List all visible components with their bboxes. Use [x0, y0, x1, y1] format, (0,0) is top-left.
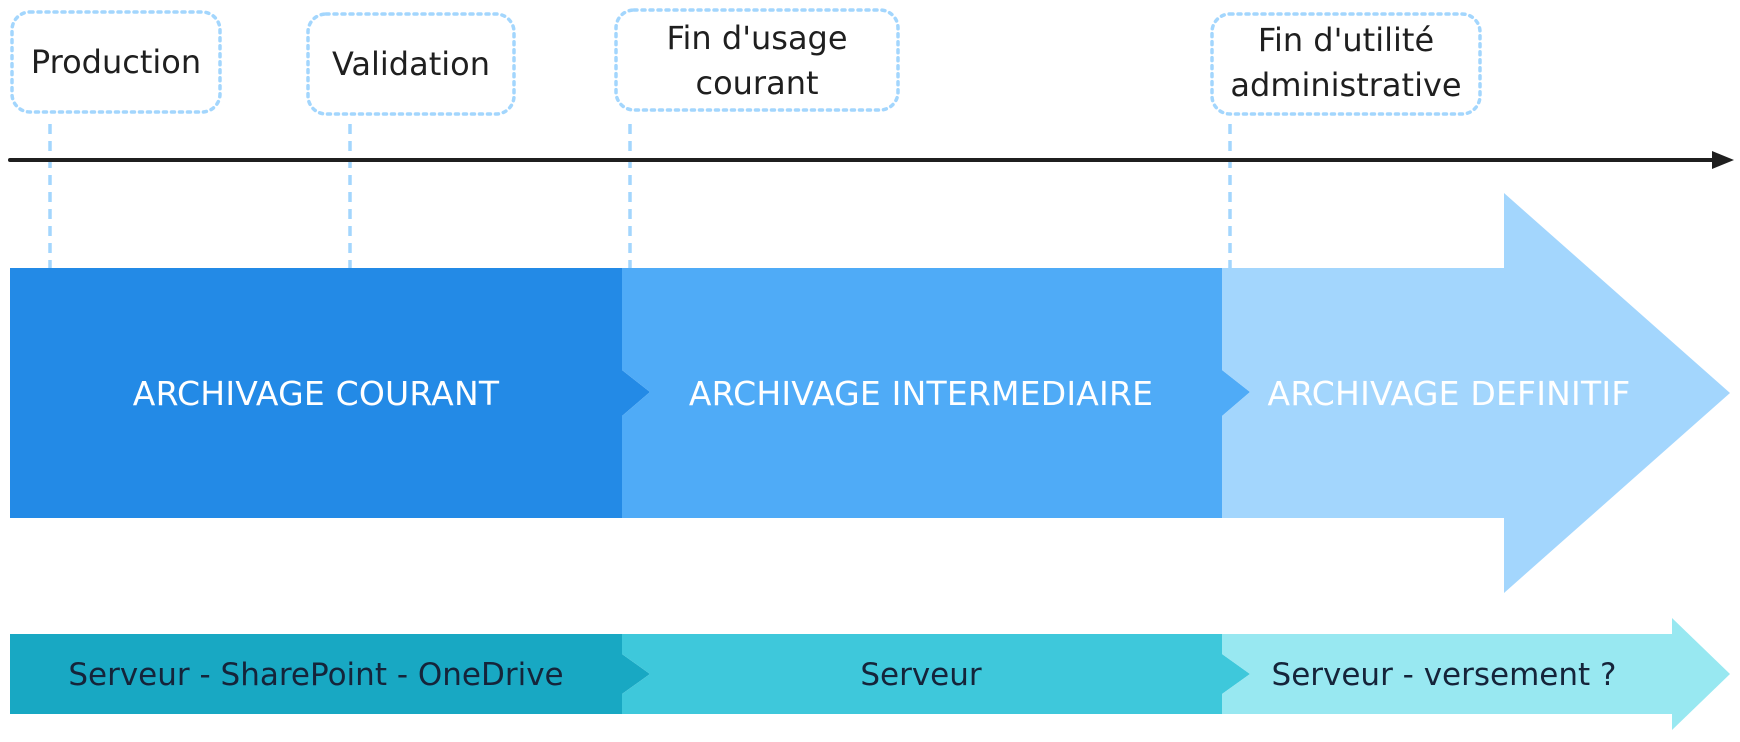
milestone-fin-usage-courant: Fin d'usage courant	[614, 8, 900, 112]
milestone-validation: Validation	[306, 12, 516, 116]
milestone-connectors	[48, 124, 1232, 268]
storage-serveur-sharepoint-onedrive	[10, 634, 650, 714]
milestone-fin-utilite-administrative: Fin d'utilité administrative	[1210, 12, 1482, 116]
phase-archivage-intermediaire	[622, 268, 1250, 518]
milestones: Production Validation Fin d'usage couran…	[10, 8, 1482, 116]
storage-serveur	[622, 634, 1250, 714]
milestone-production: Production	[10, 10, 222, 114]
phase-archivage-courant	[10, 268, 650, 518]
storage-label-serveur-versement: Serveur - versement ?	[1272, 657, 1617, 693]
milestone-label-line-2: courant	[695, 64, 818, 102]
milestone-label: Production	[31, 43, 201, 81]
milestone-label: Validation	[332, 45, 490, 83]
storage-label-serveur: Serveur	[860, 657, 982, 693]
milestone-label-line-2: administrative	[1230, 66, 1461, 104]
phase-label-courant: ARCHIVAGE COURANT	[133, 374, 500, 413]
phase-label-intermediaire: ARCHIVAGE INTERMEDIAIRE	[689, 374, 1153, 413]
storage-band: Serveur - SharePoint - OneDrive Serveur …	[10, 618, 1730, 730]
milestone-label-line-1: Fin d'utilité	[1258, 21, 1434, 59]
phase-label-definitif: ARCHIVAGE DEFINITIF	[1268, 374, 1631, 413]
milestone-box	[10, 10, 222, 114]
storage-serveur-versement	[1222, 618, 1730, 730]
phase-band: ARCHIVAGE COURANT ARCHIVAGE INTERMEDIAIR…	[10, 193, 1730, 593]
storage-label-serveur-sharepoint-onedrive: Serveur - SharePoint - OneDrive	[68, 657, 563, 693]
milestone-box	[306, 12, 516, 116]
phase-archivage-definitif	[1222, 193, 1730, 593]
milestone-box	[1210, 12, 1482, 116]
milestone-box	[614, 8, 900, 112]
timeline-arrow	[8, 151, 1734, 169]
milestone-label-line-1: Fin d'usage	[666, 19, 847, 57]
timeline-arrowhead	[1712, 151, 1734, 169]
